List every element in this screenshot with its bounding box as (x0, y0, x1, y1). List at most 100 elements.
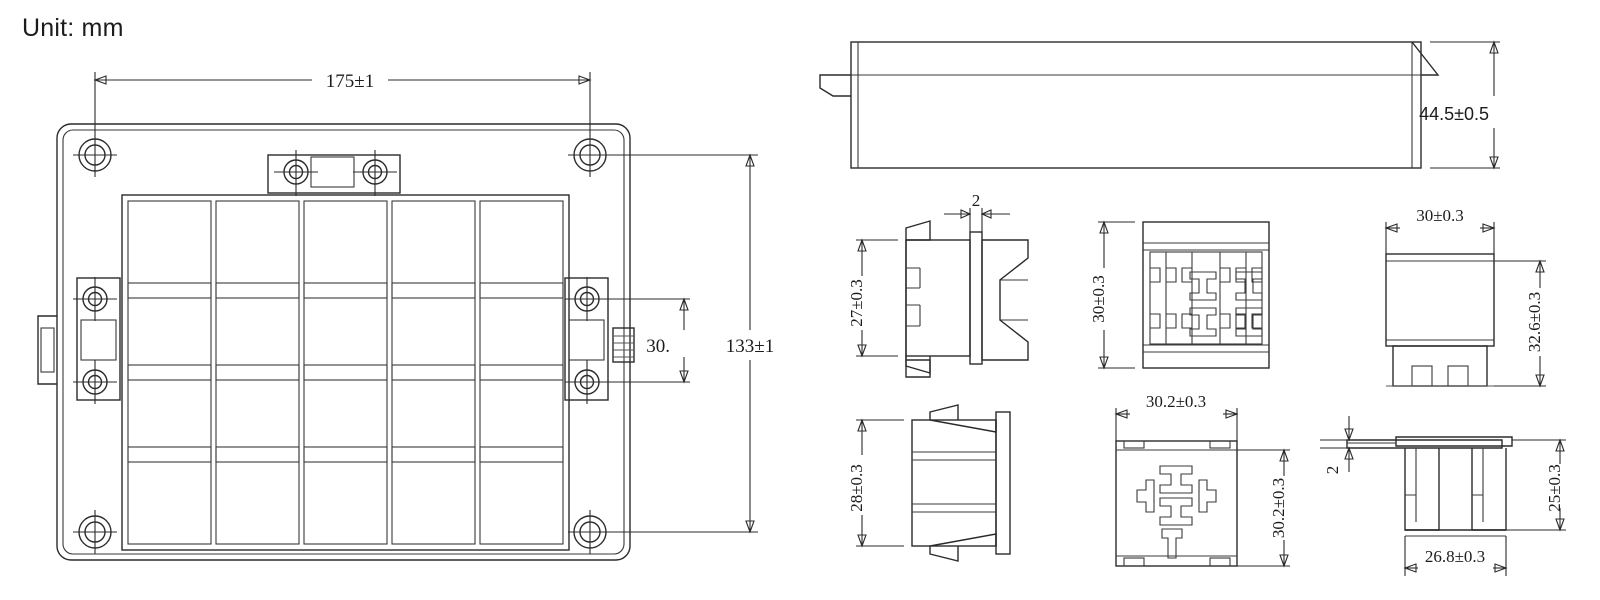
grid-cell[interactable] (215, 282, 300, 381)
detail-e-terminal-bottom (1161, 528, 1183, 559)
mounting-hole-top-left[interactable] (73, 133, 117, 177)
right-plate-hole-bottom[interactable] (565, 360, 609, 404)
grid-cell[interactable] (391, 446, 476, 545)
dimension-label-30-b: 30±0.3 (1089, 275, 1108, 323)
detail-c-base (1392, 345, 1488, 387)
grid-cell[interactable] (127, 282, 212, 381)
detail-e-tab (1123, 557, 1145, 567)
detail-f-pin-left (1404, 448, 1440, 531)
detail-socket-front: 30±0.3 (1089, 220, 1270, 370)
grid-cell[interactable] (479, 364, 564, 463)
grid-cell[interactable] (215, 446, 300, 545)
grid-cell[interactable] (215, 200, 300, 299)
detail-b-terminal-slot (1189, 271, 1217, 301)
right-side-plate (564, 277, 609, 404)
front-view: 175±1 133±1 30. (37, 71, 774, 561)
detail-socket-profile: 28±0.3 (847, 404, 1011, 562)
detail-f-pin-right (1471, 448, 1507, 531)
grid-cell[interactable] (391, 364, 476, 463)
detail-b-terminal-slot (1235, 271, 1263, 301)
side-view: 44.5±0.5 (819, 40, 1500, 170)
detail-a-wall (969, 231, 983, 365)
grid-cell[interactable] (391, 200, 476, 299)
dimension-hole-pitch-30: 30. (600, 297, 690, 384)
top-center-plate (267, 150, 401, 196)
dimension-height-133: 133±1 (600, 153, 774, 534)
grid-cell[interactable] (303, 364, 388, 463)
grid-cell[interactable] (303, 282, 388, 381)
detail-d-bottom-clip (929, 546, 959, 562)
left-side-plate (73, 277, 121, 404)
detail-e-terminal-right (1198, 479, 1217, 513)
detail-c-pin (1411, 365, 1433, 387)
detail-e-tab (1209, 440, 1231, 449)
detail-d-faceplate (995, 411, 1011, 555)
dimension-label-30-2-v: 30.2±0.3 (1269, 478, 1288, 538)
detail-socket-side: 27±0.3 2 (847, 191, 1029, 378)
detail-d-body (911, 419, 997, 547)
grid-cell[interactable] (303, 446, 388, 545)
dimension-label-133: 133±1 (726, 336, 774, 357)
grid-cell[interactable] (479, 200, 564, 299)
grid-cell[interactable] (391, 282, 476, 381)
dimension-30-2-h: 30.2±0.3 (1114, 392, 1239, 441)
left-tab-slot (40, 327, 55, 373)
detail-terminal-pins: 2 25±0.3 26.8±0.3 (1320, 416, 1566, 576)
dimension-label-32-6: 32.6±0.3 (1525, 292, 1544, 352)
detail-e-tab (1209, 557, 1231, 567)
detail-a-bottom-clip (905, 356, 931, 374)
dimension-label-30-2-h: 30.2±0.3 (1146, 392, 1206, 411)
left-plate-window (80, 319, 117, 361)
dimension-depth-445: 44.5±0.5 (1419, 40, 1500, 170)
detail-f-flange (1346, 439, 1503, 449)
detail-relay-front: 30±0.3 32.6±0.3 (1384, 206, 1546, 388)
housing-inner-outline (62, 129, 625, 555)
dimension-label-26-8: 26.8±0.3 (1425, 547, 1485, 566)
detail-b-inner (1149, 251, 1263, 345)
grid-cell[interactable] (215, 364, 300, 463)
housing-outline (56, 123, 631, 561)
grid-cell[interactable] (303, 200, 388, 299)
grid-cell[interactable] (479, 446, 564, 545)
side-left-flange (819, 74, 851, 97)
dimension-label-30-c: 30±0.3 (1416, 206, 1464, 225)
grid-cell[interactable] (479, 282, 564, 381)
detail-a-body (905, 239, 971, 357)
unit-note: Unit: mm (22, 14, 124, 42)
detail-c-pin (1447, 365, 1469, 387)
dimension-label-25: 25±0.3 (1545, 464, 1564, 512)
dimension-30-c: 30±0.3 (1384, 206, 1496, 254)
detail-e-terminal-left (1136, 479, 1155, 513)
grid-cell[interactable] (127, 364, 212, 463)
dimension-label-flange-2: 2 (1323, 466, 1342, 475)
dimension-label-44-5: 44.5±0.5 (1419, 104, 1489, 124)
dimension-25: 25±0.3 (1506, 438, 1566, 532)
keypad-grid-frame (121, 194, 570, 551)
dimension-label-27: 27±0.3 (847, 279, 866, 327)
detail-e-terminal (1159, 497, 1193, 526)
dimension-wall-2: 2 (944, 191, 1010, 232)
detail-d-top-clip (929, 404, 959, 420)
dimension-label-175: 175±1 (326, 71, 374, 92)
detail-a-flange (981, 239, 1029, 361)
side-body-outline (850, 41, 1422, 169)
grid-cell[interactable] (127, 446, 212, 545)
top-plate-hole-left[interactable] (274, 150, 318, 196)
detail-b-outline (1142, 221, 1270, 369)
dimension-26-8: 26.8±0.3 (1403, 536, 1508, 576)
dimension-30-2-v: 30.2±0.3 (1237, 448, 1290, 568)
left-plate-hole-top[interactable] (73, 277, 117, 321)
detail-e-tab (1123, 440, 1145, 449)
detail-c-body (1385, 253, 1495, 347)
detail-e-terminal (1159, 465, 1193, 494)
dimension-width-175: 175±1 (93, 71, 592, 133)
left-plate-hole-bottom[interactable] (73, 360, 117, 404)
top-plate-hole-right[interactable] (353, 150, 397, 196)
dimension-label-wall-2: 2 (972, 191, 981, 210)
mounting-hole-bottom-left[interactable] (73, 510, 117, 554)
dimension-flange-2: 2 (1320, 416, 1360, 474)
grid-cell[interactable] (127, 200, 212, 299)
dimension-27: 27±0.3 (847, 238, 898, 358)
